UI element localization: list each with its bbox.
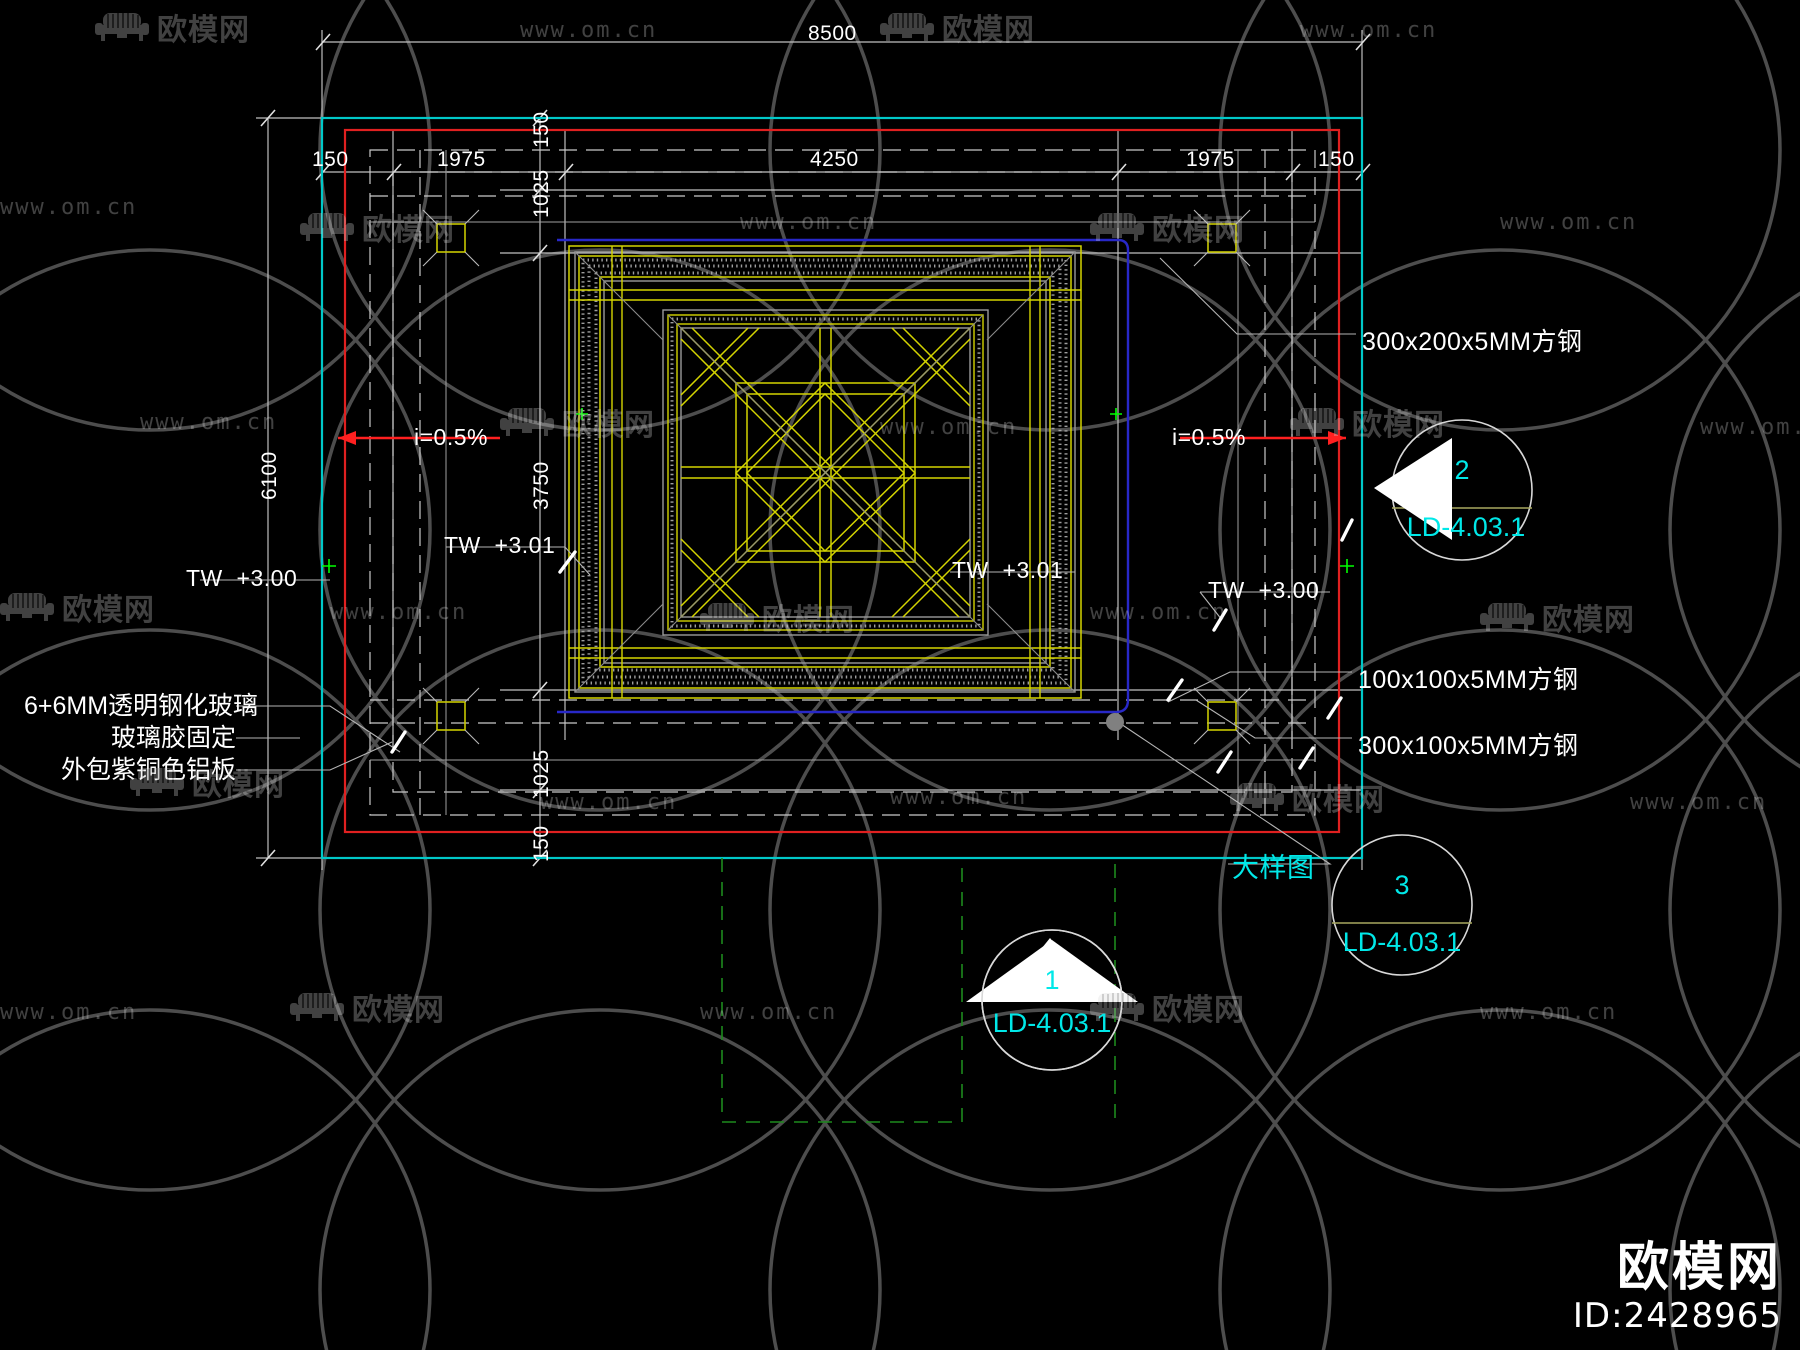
slope-arrow-right xyxy=(1180,431,1346,445)
note-steel-300x100: 300x100x5MM方钢 xyxy=(1358,732,1579,760)
bubble-2-number[interactable]: 2 xyxy=(1454,455,1470,485)
dim-left-1025-top: 1025 xyxy=(530,169,553,218)
bubble-1-sheet[interactable]: LD-4.03.1 xyxy=(992,1008,1112,1038)
slope-arrow-left xyxy=(338,431,500,445)
construction-lines xyxy=(370,150,1315,815)
detail-bubble-2-graphic xyxy=(1374,419,1533,561)
detail-plan-title: 大样图 xyxy=(1232,853,1315,883)
left-note-line-1: 6+6MM透明钢化玻璃 xyxy=(24,692,259,720)
dashed-beam-grid xyxy=(369,149,1316,816)
note-steel-300x200: 300x200x5MM方钢 xyxy=(1362,328,1583,356)
slope-label-left: i=0.5% xyxy=(414,424,488,450)
bubble-3-sheet[interactable]: LD-4.03.1 xyxy=(1342,927,1462,957)
left-note-line-3: 外包紫铜色铝板 xyxy=(60,756,236,784)
slope-label-right: i=0.5% xyxy=(1172,424,1246,450)
node-dot xyxy=(1106,713,1124,731)
brand-name: 欧模网 xyxy=(1616,1239,1782,1298)
elevation-tw-left-inner: TW +3.01 xyxy=(444,532,556,558)
detail-bubble-1-graphic xyxy=(966,929,1138,1071)
bubble-1-number[interactable]: 1 xyxy=(1044,965,1060,995)
dim-top-1975-right: 1975 xyxy=(1186,148,1235,171)
corner-columns xyxy=(436,223,1237,731)
elevation-tw-left-outer: TW +3.00 xyxy=(186,565,298,591)
leader-lines xyxy=(200,257,1356,865)
central-lattice-panel xyxy=(568,245,1082,699)
detail-bubble-3-graphic xyxy=(1331,834,1473,976)
note-steel-100x100: 100x100x5MM方钢 xyxy=(1358,666,1579,694)
elevation-tw-right-outer: TW +3.00 xyxy=(1208,577,1320,603)
blue-glass-edge xyxy=(557,238,1130,714)
left-note-block: 6+6MM透明钢化玻璃 玻璃胶固定 外包紫铜色铝板 xyxy=(24,690,259,786)
dim-overall-left: 6100 xyxy=(258,451,281,500)
green-node-markers xyxy=(322,408,1354,573)
dim-left-1025-bottom: 1025 xyxy=(530,749,553,798)
leader-slash-ticks xyxy=(390,518,1354,774)
dim-left-3750: 3750 xyxy=(530,461,553,510)
red-slab-outline xyxy=(343,128,1341,834)
brand-id: ID:2428965 xyxy=(1572,1296,1782,1336)
brand-block: 欧模网 ID:2428965 xyxy=(1573,1241,1782,1336)
dim-top-1975-left: 1975 xyxy=(437,148,486,171)
dim-top-150-right: 150 xyxy=(1318,148,1355,171)
outer-teal-outline xyxy=(320,116,1364,860)
dim-left-150-top: 150 xyxy=(530,111,553,148)
dim-top-4250: 4250 xyxy=(810,148,859,171)
bubble-2-sheet[interactable]: LD-4.03.1 xyxy=(1406,512,1526,542)
dim-top-150-left: 150 xyxy=(312,148,349,171)
left-note-line-2: 玻璃胶固定 xyxy=(110,724,236,752)
dim-left-150-bottom: 150 xyxy=(530,825,553,862)
elevation-tw-center-right: TW +3.01 xyxy=(952,557,1064,583)
bubble-3-number[interactable]: 3 xyxy=(1394,870,1410,900)
corner-column-detail xyxy=(422,209,1251,745)
dim-overall-top: 8500 xyxy=(808,22,857,45)
